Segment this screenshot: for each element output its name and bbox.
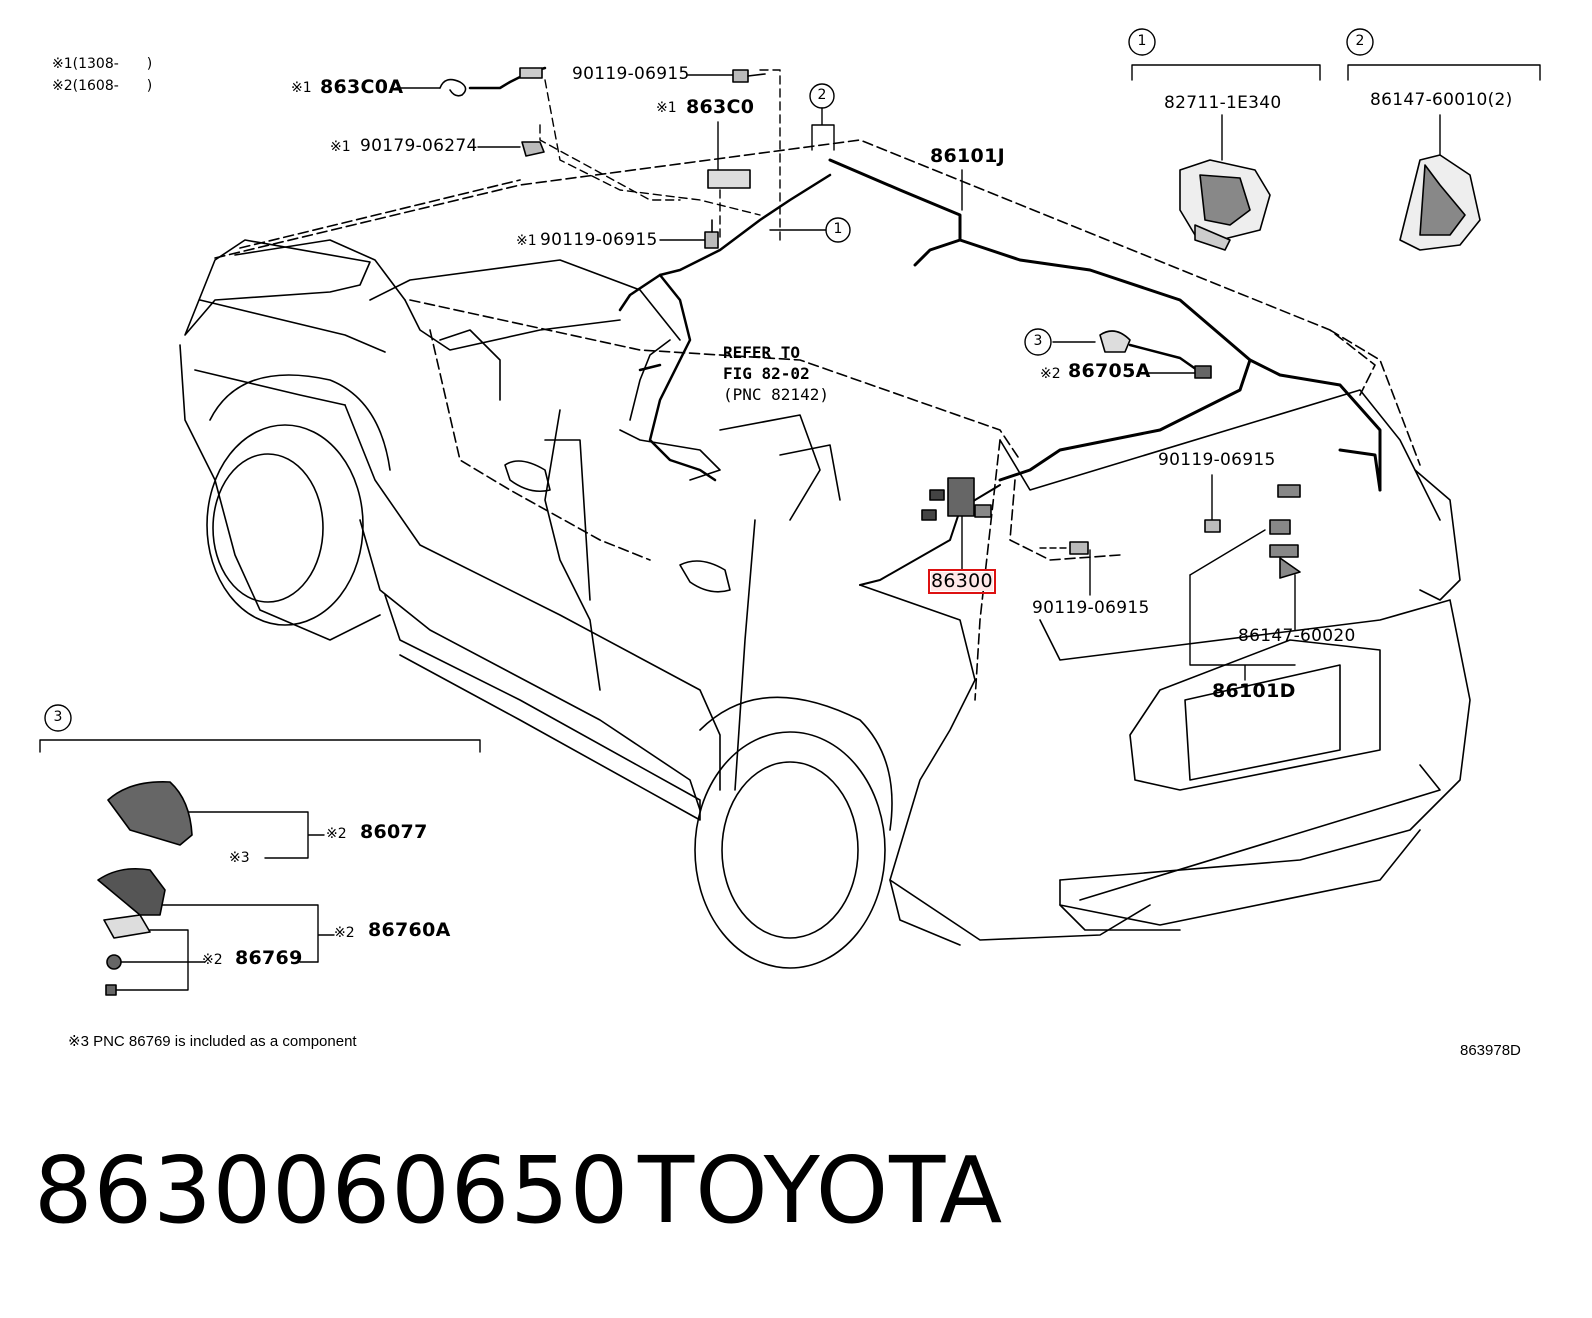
- date-note-1: ※1(1308- ): [52, 56, 153, 72]
- part-86769[interactable]: 86769: [235, 947, 303, 969]
- callout-2-top: 2: [1355, 33, 1365, 49]
- brand-title: TOYOTA: [638, 1137, 1004, 1244]
- antenna-cable-front: [618, 173, 832, 482]
- mark-90119-mid: ※1: [516, 233, 537, 249]
- mark-86077: ※2: [326, 826, 347, 842]
- part-86705a[interactable]: 86705A: [1068, 360, 1151, 382]
- part-863c0a[interactable]: 863C0A: [320, 76, 404, 98]
- part-86300-highlighted[interactable]: 86300: [928, 569, 996, 594]
- part-86101j[interactable]: 86101J: [930, 145, 1005, 167]
- parts-drawings: [97, 66, 1481, 996]
- mark-90179: ※1: [330, 139, 351, 155]
- refer-line-2[interactable]: FIG 82-02: [723, 364, 810, 383]
- callout-1-car: 1: [833, 221, 843, 237]
- leader-lines: [39, 64, 1541, 991]
- part-90179-06274[interactable]: 90179-06274: [360, 136, 478, 156]
- part-90119-06915-right[interactable]: 90119-06915: [1158, 450, 1276, 470]
- footnote: ※3 PNC 86769 is included as a component: [68, 1033, 357, 1050]
- part-86101d[interactable]: 86101D: [1212, 680, 1296, 702]
- part-863c0[interactable]: 863C0: [686, 96, 755, 118]
- mark-86769: ※2: [202, 952, 223, 968]
- callout-3-inset: 3: [53, 709, 63, 725]
- date-note-2: ※2(1608- ): [52, 78, 153, 94]
- mark-86705a: ※2: [1040, 366, 1061, 382]
- callout-circles: [44, 28, 1374, 732]
- part-86760a[interactable]: 86760A: [368, 919, 451, 941]
- mark-863c0: ※1: [656, 100, 677, 116]
- part-number-title: 8630060650: [34, 1137, 630, 1244]
- mark-863c0a: ※1: [291, 80, 312, 96]
- part-90119-06915-mid[interactable]: 90119-06915: [540, 230, 658, 250]
- antenna-cable-86300: [859, 484, 1001, 586]
- callout-1-top: 1: [1137, 33, 1147, 49]
- antenna-cable-86101j: [828, 158, 1382, 492]
- part-90119-06915-low[interactable]: 90119-06915: [1032, 598, 1150, 618]
- mark-86760a: ※2: [334, 925, 355, 941]
- part-86147-60010[interactable]: 86147-60010(2): [1370, 90, 1513, 110]
- part-86147-60020[interactable]: 86147-60020: [1238, 626, 1356, 646]
- figure-id: 863978D: [1460, 1042, 1521, 1059]
- part-82711-1e340[interactable]: 82711-1E340: [1164, 93, 1282, 113]
- part-90119-06915-top[interactable]: 90119-06915: [572, 64, 690, 84]
- callout-2-car: 2: [817, 87, 827, 103]
- mark-3-small: ※3: [229, 850, 250, 866]
- part-86077[interactable]: 86077: [360, 821, 428, 843]
- vehicle-outline: [179, 139, 1471, 969]
- refer-line-1: REFER TO: [723, 343, 801, 362]
- callout-3-car: 3: [1033, 333, 1043, 349]
- refer-line-3: (PNC 82142): [723, 385, 829, 404]
